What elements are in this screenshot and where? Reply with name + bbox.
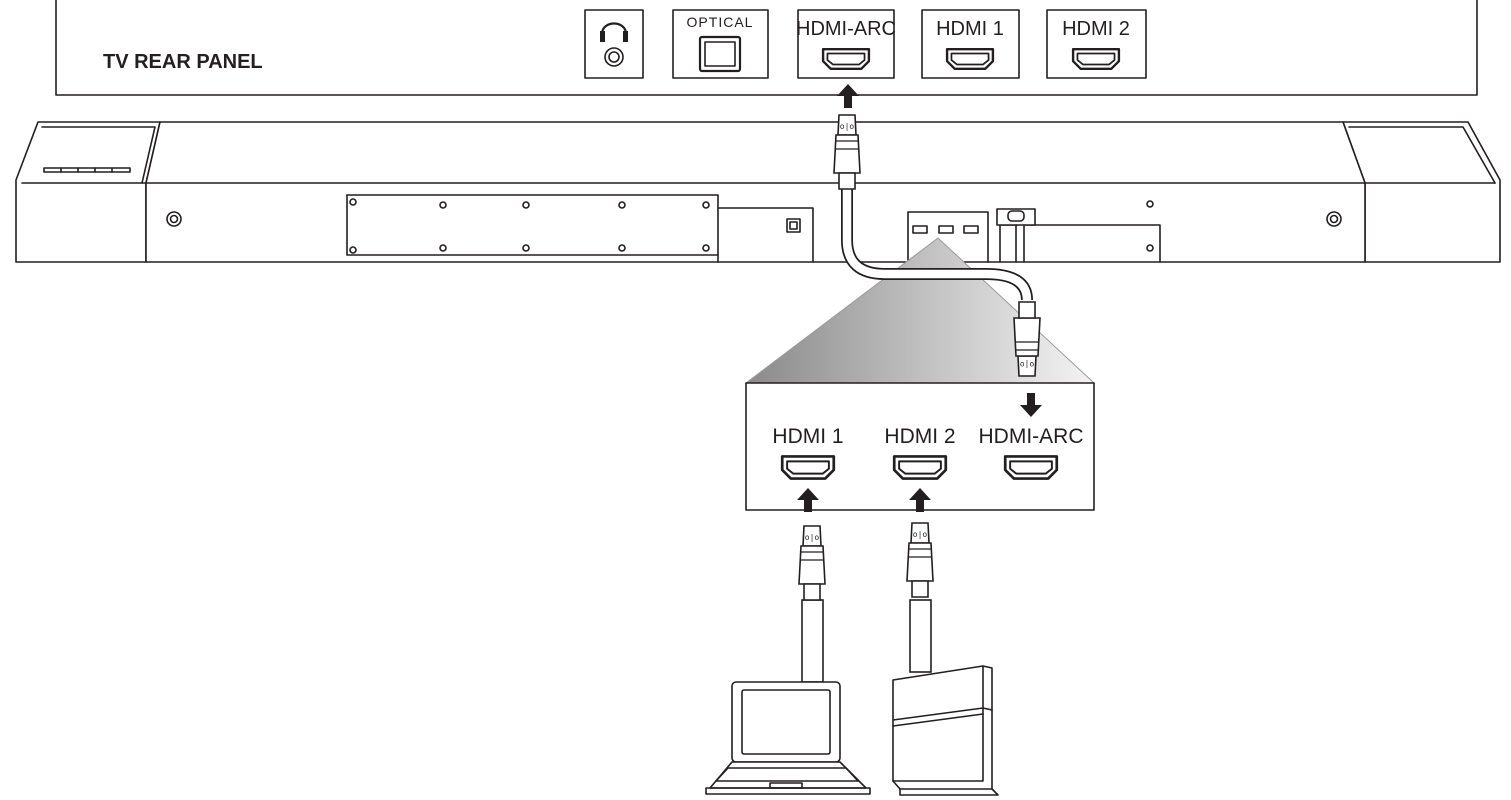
optical-port-icon (698, 35, 742, 73)
hdmi-port-icon (821, 47, 871, 71)
inset-port-hdmi-2-label: HDMI 2 (884, 425, 955, 448)
laptop-icon (705, 681, 871, 795)
soundbar (15, 121, 1501, 263)
game-console-icon (892, 665, 999, 796)
laptop-hdmi-cable (798, 525, 826, 683)
inset-port-hdmi-arc-label: HDMI-ARC (979, 425, 1084, 448)
led-indicator-icon (43, 167, 131, 173)
screw-icon (166, 211, 182, 227)
hdmi-port-icon (892, 455, 948, 480)
screw-icon (1326, 211, 1342, 227)
plate-screws (349, 198, 710, 254)
hdmi-plug-icon (906, 522, 934, 598)
tv-port-hdmi-1: HDMI 1 (921, 9, 1020, 79)
tv-port-hdmi-arc: HDMI-ARC (796, 9, 896, 79)
tv-rear-panel: TV REAR PANEL OPTICAL HDMI-ARC (55, 0, 1478, 96)
soundbar-port-inset: HDMI 1 HDMI 2 HDMI-ARC (745, 382, 1095, 511)
tv-port-hdmi-2: HDMI 2 (1046, 9, 1147, 79)
tv-port-optical: OPTICAL (672, 9, 769, 79)
tv-port-headphone (584, 9, 644, 79)
tv-port-hdmi-1-label: HDMI 1 (936, 18, 1004, 40)
console-hdmi-cable (906, 522, 934, 673)
hdmi-port-icon (1003, 455, 1059, 480)
soundbar-hdmi-ports (912, 225, 979, 234)
hdmi-plug-icon (798, 525, 826, 601)
arrow-up-icon (837, 84, 859, 108)
headphone-icon (600, 22, 628, 67)
tv-port-optical-label: OPTICAL (687, 14, 754, 30)
soundbar-optical-port-icon (786, 218, 801, 233)
tv-panel-title: TV REAR PANEL (103, 51, 263, 73)
hdmi-port-icon (780, 455, 836, 480)
power-port-icon (996, 208, 1036, 226)
tv-port-hdmi-arc-label: HDMI-ARC (796, 18, 896, 40)
hdmi-port-icon (1071, 47, 1121, 71)
inset-port-hdmi-1-label: HDMI 1 (772, 425, 843, 448)
arc-hdmi-cable (833, 114, 1041, 377)
tv-port-hdmi-2-label: HDMI 2 (1062, 18, 1130, 40)
hdmi-port-icon (945, 47, 995, 71)
